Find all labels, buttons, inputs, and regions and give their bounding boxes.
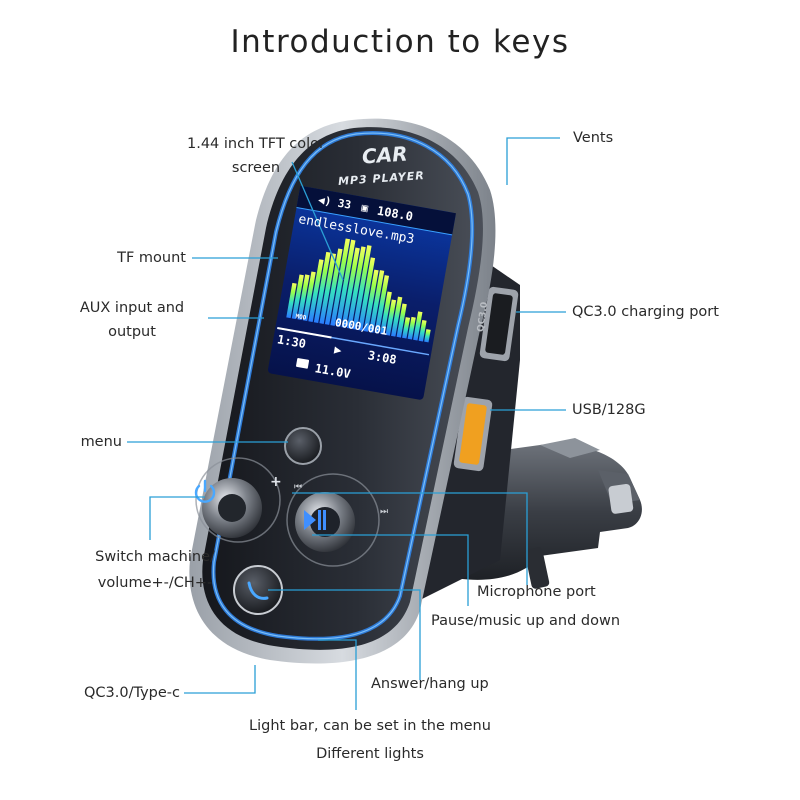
label-aux-line2: output — [108, 324, 156, 340]
leader-vents — [506, 137, 560, 185]
label-switch-line2: volume+-/CH+- — [97, 575, 213, 591]
screen-time-total: 3:08 — [366, 348, 398, 368]
screen-time-elapsed: 1:30 — [276, 332, 308, 352]
label-microphone: Microphone port — [477, 584, 596, 600]
next-track-icon: ⏭ — [380, 507, 389, 517]
qc-charging-port — [479, 286, 519, 362]
label-switch-line1: Switch machine/ — [95, 549, 215, 565]
equalizer-bar — [346, 246, 366, 329]
equalizer-bar — [335, 239, 356, 327]
menu-button[interactable] — [284, 427, 322, 465]
leader-screen — [291, 161, 344, 281]
label-usb: USB/128G — [572, 402, 646, 418]
label-lightbar-line2: Different lights — [316, 746, 424, 762]
phone-icon — [247, 581, 269, 600]
label-qc-typec: QC3.0/Type-c — [84, 685, 180, 701]
screen-mode: MOD — [294, 313, 307, 322]
equalizer-bar — [418, 320, 427, 342]
label-vents: Vents — [573, 130, 614, 146]
label-pause: Pause/music up and down — [431, 613, 621, 629]
label-lightbar: Light bar, can be set in the menu Differ… — [200, 712, 540, 768]
power-icon — [194, 479, 216, 503]
equalizer-bar — [313, 251, 331, 323]
label-lightbar-line1: Light bar, can be set in the menu — [249, 718, 491, 734]
equalizer-bar — [308, 259, 324, 323]
leader-lines — [127, 137, 566, 710]
label-qc-port: QC3.0 charging port — [572, 304, 719, 320]
equalizer-bar — [357, 257, 376, 331]
plus-symbol: + — [270, 474, 282, 490]
equalizer-bar — [341, 247, 360, 328]
equalizer-bar — [374, 275, 390, 334]
equalizer-bar — [402, 317, 411, 339]
leader-lightbar — [318, 639, 357, 710]
equalizer-bar — [424, 329, 431, 343]
radio-icon: ▣ — [360, 200, 370, 215]
leader-qc-typec — [184, 665, 256, 694]
equalizer-bar — [396, 303, 407, 338]
battery-icon — [296, 358, 310, 369]
equalizer-bar — [302, 271, 316, 322]
equalizer-bar — [363, 269, 379, 332]
screen-play-icon: ▶ — [333, 342, 343, 358]
brand-car: CAR — [361, 141, 409, 169]
play-pause-icon — [304, 510, 326, 530]
equalizer-bar — [319, 253, 337, 324]
leader-switch — [149, 496, 205, 540]
label-tf-mount: TF mount — [117, 250, 186, 266]
equalizer-bar — [352, 245, 372, 330]
label-screen: 1.44 inch TFT color screen — [176, 132, 336, 180]
label-menu: menu — [80, 434, 122, 450]
equalizer-bar — [330, 238, 351, 326]
equalizer-bar — [369, 270, 385, 333]
screen-content: ◀) 33 ▣ 108.0 endlesslove.mp3 MOD 0000/0… — [267, 186, 456, 401]
label-aux-line1: AUX input and — [79, 300, 185, 316]
tft-screen — [267, 185, 456, 400]
usb-port — [453, 396, 493, 472]
equalizer-bar — [391, 296, 403, 337]
leader-microphone — [292, 492, 528, 585]
equalizer-bar — [297, 274, 310, 321]
screen-frequency: 108.0 — [375, 203, 415, 224]
label-answer: Answer/hang up — [371, 676, 489, 692]
leader-pause — [312, 534, 469, 606]
screen-volume: 33 — [336, 196, 353, 212]
page-title: Introduction to keys — [230, 24, 570, 60]
equalizer-bar — [413, 311, 423, 341]
label-switch: Switch machine/ volume+-/CH+- — [60, 544, 250, 596]
equalizer-bar — [291, 274, 304, 320]
equalizer-bar — [407, 316, 416, 340]
screen-track-counter: 0000/001 — [334, 316, 389, 339]
prev-track-icon: ⏮ — [294, 482, 303, 492]
equalizer-bar — [385, 299, 397, 336]
equalizer-bar — [380, 291, 392, 335]
volume-icon: ◀) — [317, 193, 333, 209]
screen-voltage: 11.0V — [313, 361, 352, 382]
label-screen-line1: 1.44 inch TFT color — [187, 136, 325, 152]
equalizer-bar — [286, 282, 297, 319]
equalizer-bars — [286, 238, 431, 343]
label-aux: AUX input and output — [70, 296, 194, 344]
label-screen-line2: screen — [231, 160, 281, 176]
leader-answer — [268, 589, 421, 680]
